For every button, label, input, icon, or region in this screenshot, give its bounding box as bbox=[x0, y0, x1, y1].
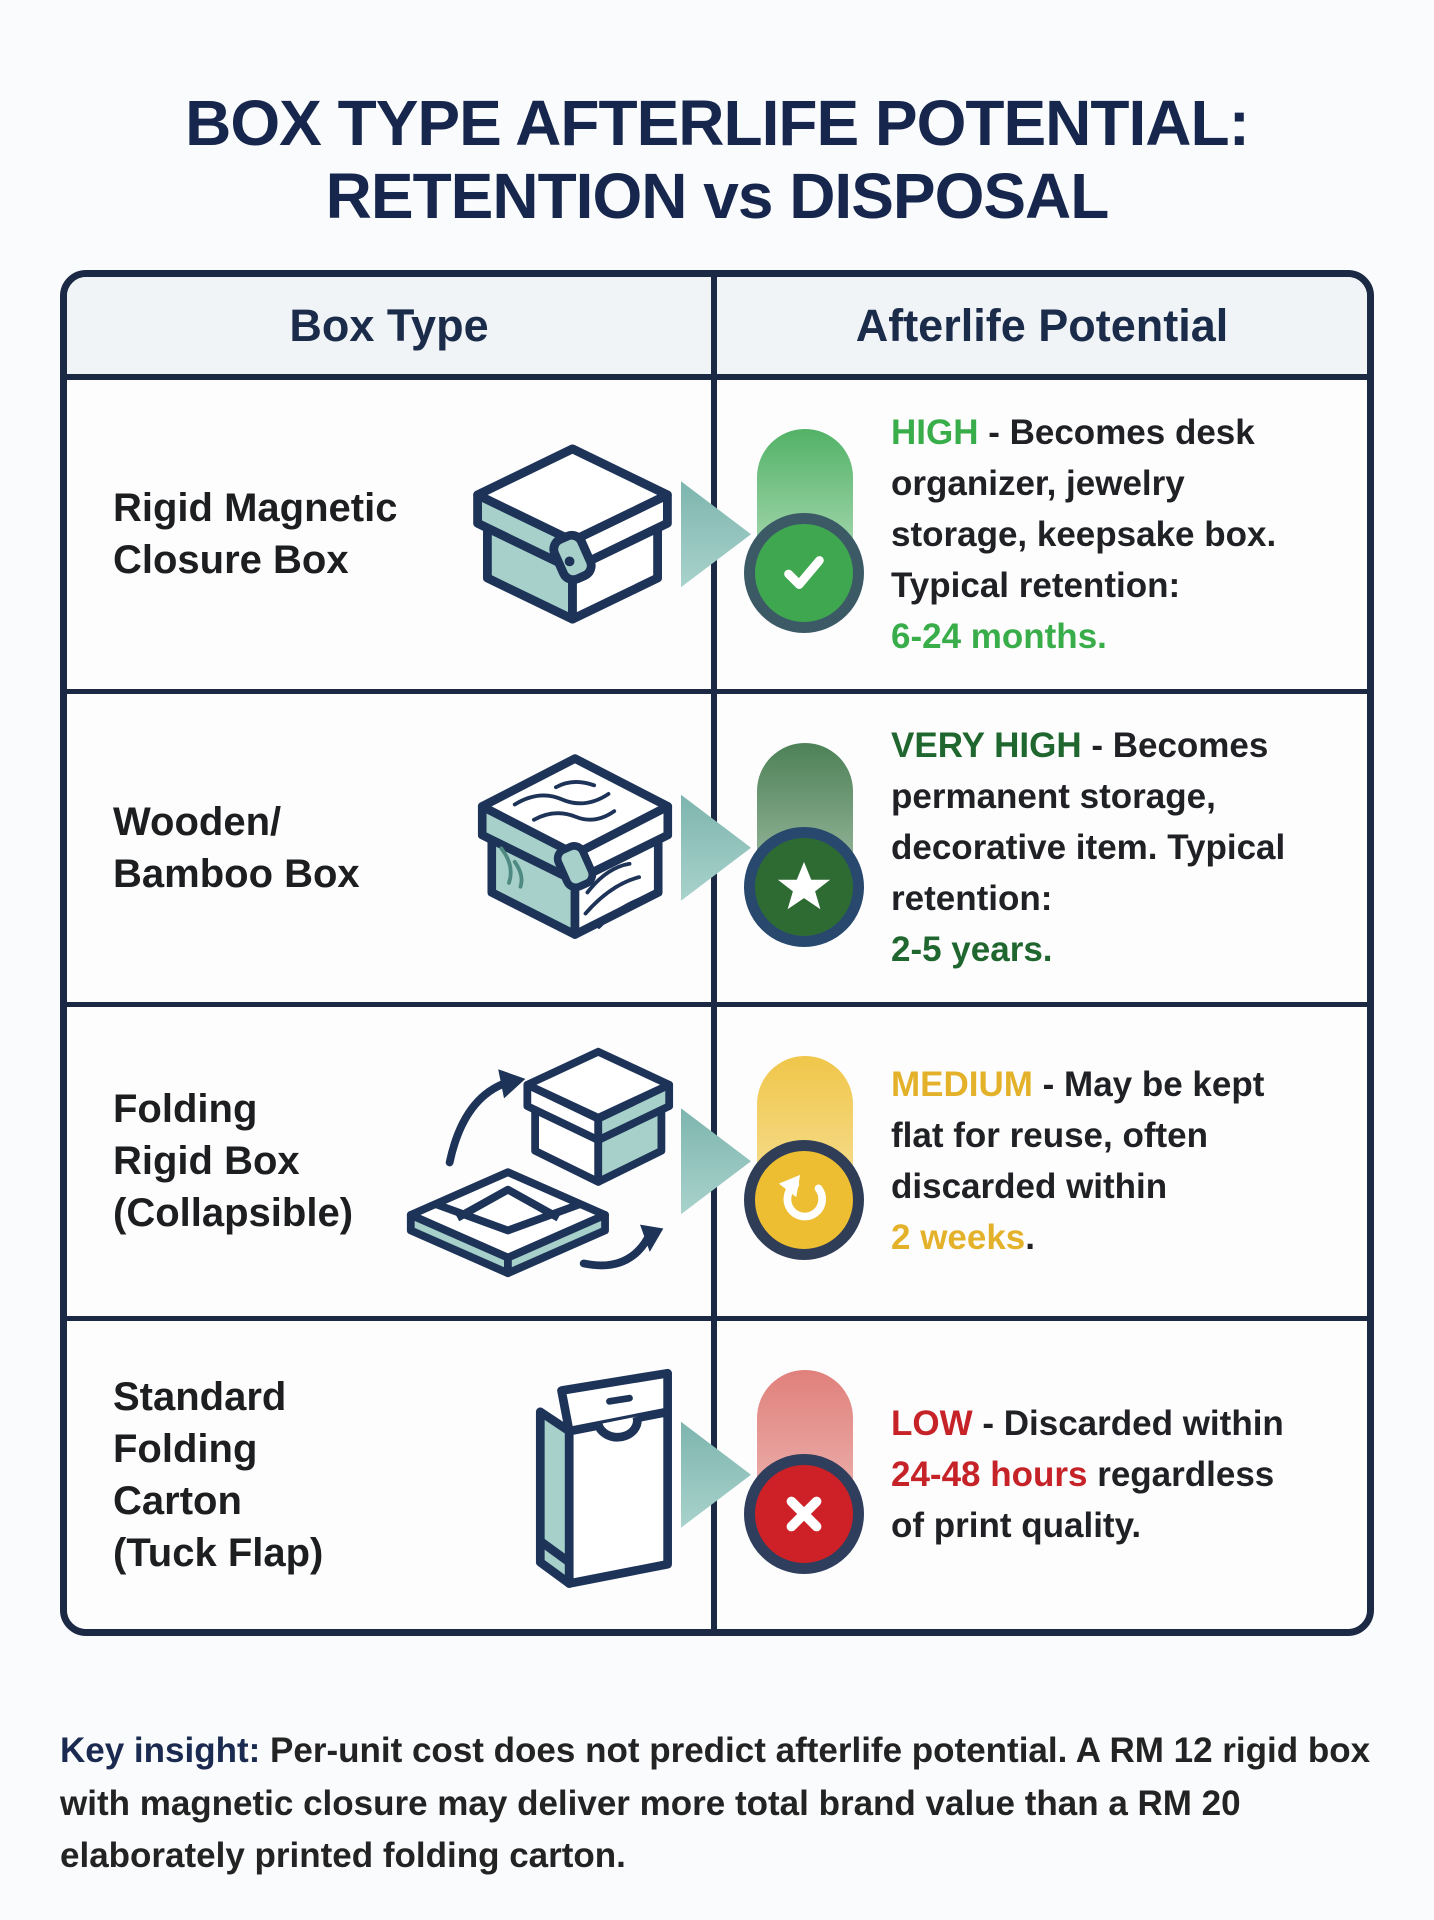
box-type-label: Standard Folding Carton (Tuck Flap) bbox=[113, 1374, 324, 1575]
level-accent-text: 6-24 months. bbox=[891, 616, 1107, 656]
description-text: - Discarded within bbox=[982, 1404, 1284, 1444]
column-header-afterlife-potential: Afterlife Potential bbox=[855, 299, 1229, 351]
star-icon bbox=[744, 826, 864, 947]
description-text: . bbox=[1025, 1218, 1036, 1258]
refresh-icon bbox=[744, 1140, 864, 1261]
potential-badge bbox=[741, 1054, 875, 1268]
cross-icon bbox=[744, 1453, 864, 1574]
key-insight-text: Per-unit cost does not predict afterlife… bbox=[60, 1731, 1371, 1875]
key-insight: Key insight: Per-unit cost does not pred… bbox=[60, 1725, 1390, 1883]
potential-badge bbox=[741, 1368, 875, 1582]
folding-rigid-box-icon bbox=[393, 1042, 685, 1280]
description-text: - Becomes desk organizer, jewelry storag… bbox=[891, 412, 1277, 605]
wooden-bamboo-box-icon bbox=[465, 747, 685, 948]
level-accent-text: HIGH bbox=[891, 412, 979, 452]
key-insight-label: Key insight: bbox=[60, 1731, 261, 1770]
table-row-rigid-magnetic-closure-box: Rigid Magnetic Closure Box HIGH - Become… bbox=[67, 380, 1367, 689]
table-row-wooden-bamboo-box: Wooden/ Bamboo Box VERY HIGH - Becomes p… bbox=[67, 688, 1367, 1002]
level-accent-text: VERY HIGH bbox=[891, 726, 1082, 766]
box-type-label: Folding Rigid Box (Collapsible) bbox=[113, 1087, 354, 1236]
table-header-row: Box Type Afterlife Potential bbox=[67, 277, 1367, 380]
level-accent-text: MEDIUM bbox=[891, 1065, 1033, 1105]
column-header-box-type: Box Type bbox=[67, 277, 717, 374]
potential-description: VERY HIGH - Becomes permanent storage, d… bbox=[875, 720, 1285, 975]
potential-description: HIGH - Becomes desk organizer, jewelry s… bbox=[875, 407, 1276, 662]
description-text: - May be kept flat for reuse, often disc… bbox=[891, 1065, 1265, 1207]
table-row-standard-folding-carton-tuck-flap: Standard Folding Carton (Tuck Flap) LOW … bbox=[67, 1315, 1367, 1629]
page-title: BOX TYPE AFTERLIFE POTENTIAL: RETENTION … bbox=[185, 86, 1250, 232]
afterlife-potential-table: Box Type Afterlife Potential Rigid Magne… bbox=[60, 270, 1374, 1636]
description-text: regardless of print quality. bbox=[891, 1455, 1275, 1546]
rigid-magnetic-box-icon bbox=[460, 441, 685, 627]
level-accent-text: 2-5 years. bbox=[891, 930, 1053, 970]
box-type-label: Rigid Magnetic Closure Box bbox=[113, 486, 398, 583]
folding-carton-icon bbox=[521, 1352, 685, 1598]
potential-badge bbox=[741, 741, 875, 955]
box-type-label: Wooden/ Bamboo Box bbox=[113, 799, 360, 896]
table-row-folding-rigid-box-collapsible: Folding Rigid Box (Collapsible) MEDIUM -… bbox=[67, 1002, 1367, 1316]
level-accent-text: 2 weeks bbox=[891, 1218, 1026, 1258]
level-accent-text: LOW bbox=[891, 1404, 973, 1444]
potential-description: MEDIUM - May be kept flat for reuse, oft… bbox=[875, 1059, 1264, 1263]
level-accent-text: 24-48 hours bbox=[891, 1455, 1088, 1495]
potential-badge bbox=[741, 427, 875, 641]
potential-description: LOW - Discarded within 24-48 hours regar… bbox=[875, 1398, 1284, 1551]
check-icon bbox=[744, 513, 864, 634]
description-text: - Becomes permanent storage, decorative … bbox=[891, 726, 1286, 919]
